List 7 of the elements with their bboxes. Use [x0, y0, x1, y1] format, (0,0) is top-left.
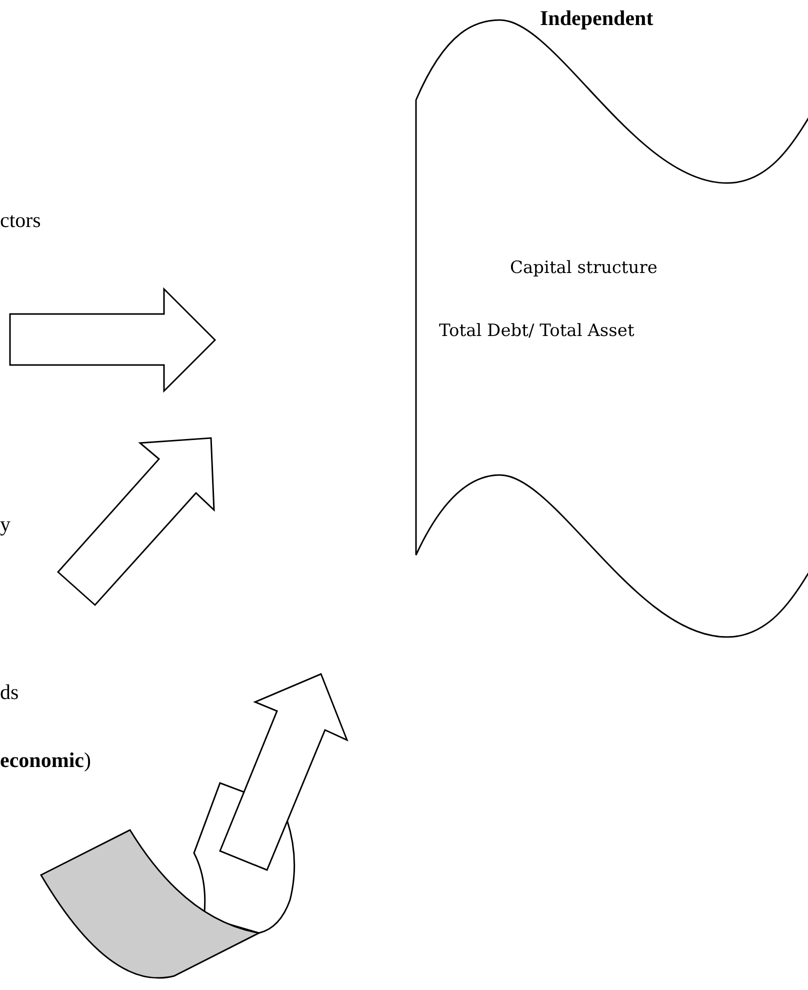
banner-heading: Independent — [540, 6, 654, 32]
cut-off-label: ctors — [0, 208, 41, 234]
banner-text: Total Debt/ Total Asset — [439, 321, 634, 342]
banner-text: Capital structure — [510, 258, 658, 278]
cut-off-label: economic) — [0, 748, 91, 774]
cut-off-label: y — [0, 512, 10, 538]
cut-off-label: ds — [0, 680, 19, 706]
